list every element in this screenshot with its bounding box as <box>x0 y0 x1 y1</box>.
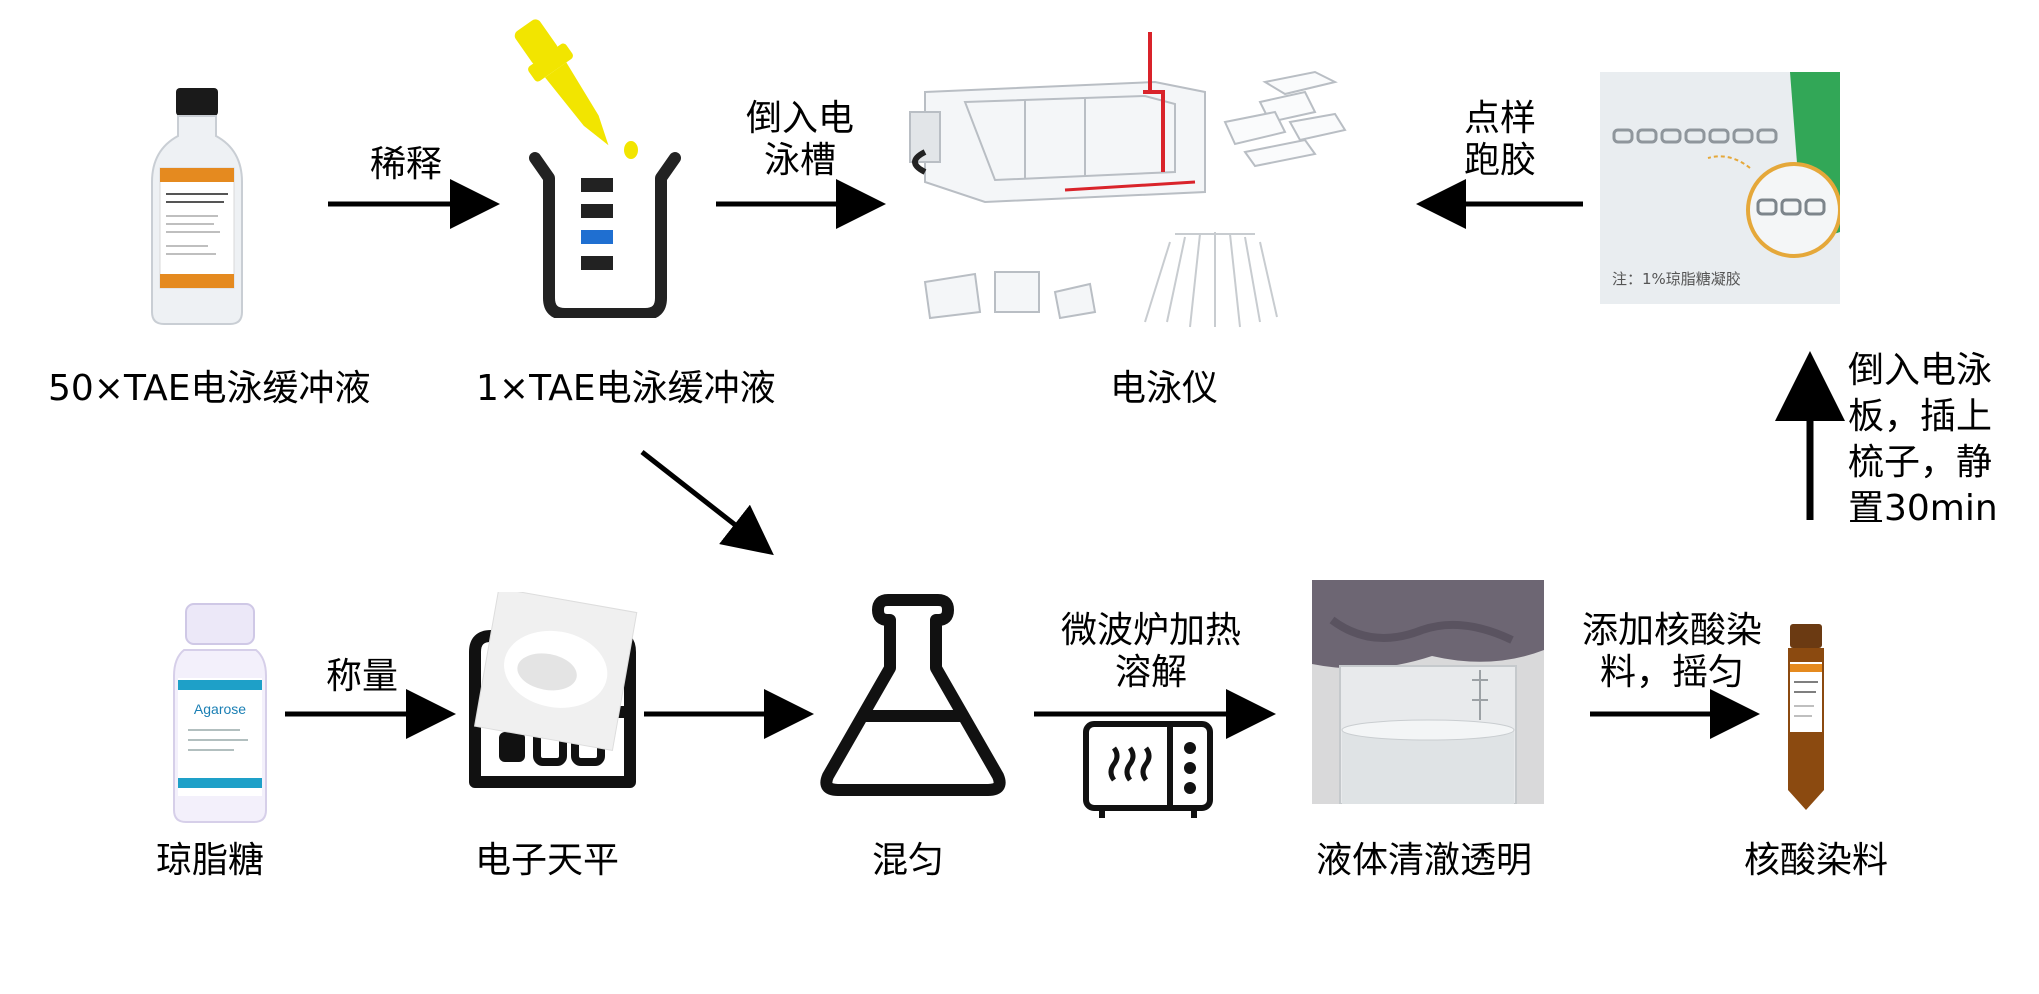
label-pour-plate-insert-comb: 倒入电泳 板，插上 梳子，静 置30min <box>1848 348 1998 532</box>
label-step-dilute: 稀释 <box>370 144 443 185</box>
erlenmeyer-flask-icon <box>820 594 1006 796</box>
gel-note: 注：1%琼脂糖凝胶 <box>1612 270 1741 288</box>
label-electronic-balance: 电子天平 <box>475 840 620 881</box>
label-nucleic-dye: 核酸染料 <box>1744 840 1889 881</box>
label-step-pour-tank-line1: 倒入电 <box>745 98 854 139</box>
label-pour-plate-line1: 倒入电泳 <box>1848 350 1993 391</box>
label-step-pour-tank-line2: 泳槽 <box>763 140 836 181</box>
svg-text:Agarose: Agarose <box>194 701 246 717</box>
label-step-load-run-line1: 点样 <box>1463 98 1536 139</box>
label-pour-plate-line2: 板，插上 <box>1848 396 1993 437</box>
label-step-load-run-line2: 跑胶 <box>1463 140 1536 181</box>
label-step-load-run: 点样 跑胶 <box>1456 98 1544 182</box>
nucleic-dye-tube-image <box>1788 624 1824 810</box>
label-50x-tae-buffer: 50×TAE电泳缓冲液 <box>48 368 371 409</box>
electronic-balance-icon <box>469 592 638 788</box>
label-pour-plate-line3: 梳子，静 <box>1848 442 1993 483</box>
clear-liquid-photo <box>1312 580 1544 804</box>
electrophoresis-apparatus-image <box>909 32 1347 328</box>
agarose-gel-photo: 注：1%琼脂糖凝胶 <box>1600 72 1840 304</box>
label-mix: 混匀 <box>872 840 945 881</box>
label-step-weigh: 称量 <box>326 656 399 697</box>
label-step-pour-tank: 倒入电 泳槽 <box>738 98 862 182</box>
microwave-icon <box>1083 721 1213 818</box>
label-step-microwave: 微波炉加热 溶解 <box>1040 610 1262 694</box>
label-pour-plate-line4: 置30min <box>1848 488 1998 529</box>
label-electrophoresis-apparatus: 电泳仪 <box>1110 368 1219 409</box>
arrow-buffer-to-mix <box>640 450 774 556</box>
label-step-microwave-line2: 溶解 <box>1114 652 1187 693</box>
beaker-dropper-icon <box>514 19 681 318</box>
label-agarose: 琼脂糖 <box>156 840 265 881</box>
label-clear-liquid: 液体清澈透明 <box>1316 840 1533 881</box>
label-1x-tae-buffer: 1×TAE电泳缓冲液 <box>476 368 776 409</box>
label-step-add-dye-line2: 料，摇匀 <box>1599 652 1744 693</box>
label-step-microwave-line1: 微波炉加热 <box>1060 610 1241 651</box>
tae-bottle-image <box>151 88 243 325</box>
label-step-add-dye: 添加核酸染 料，摇匀 <box>1572 610 1772 694</box>
label-step-add-dye-line1: 添加核酸染 <box>1581 610 1762 651</box>
agarose-bottle-image: Agarose <box>173 603 267 823</box>
